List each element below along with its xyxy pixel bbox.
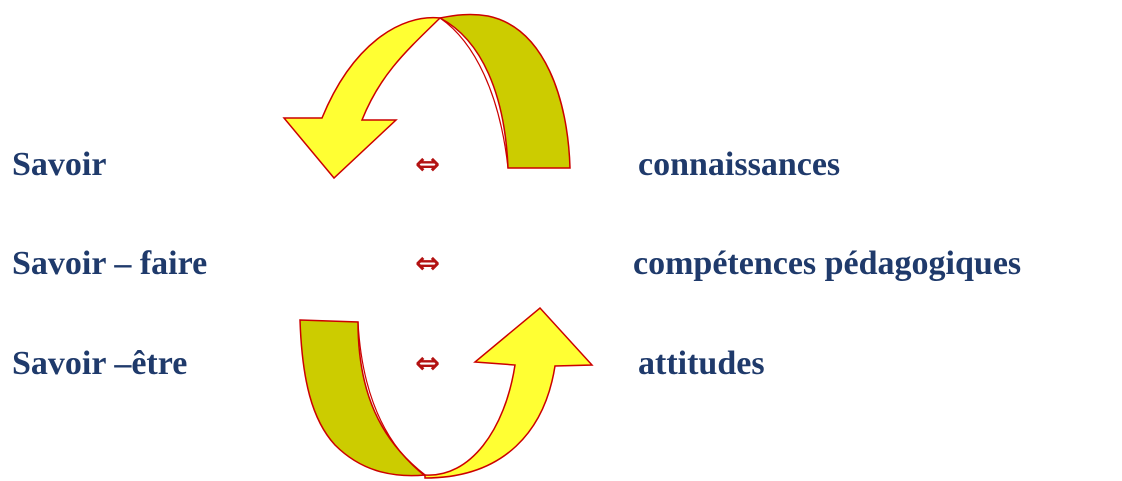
top-arrow-front-band — [282, 16, 442, 180]
meaning-connaissances: connaissances — [638, 146, 841, 183]
curved-arrow-clockwise-icon — [299, 306, 594, 479]
term-savoir: Savoir — [12, 146, 107, 183]
curved-arrow-counterclockwise-icon — [282, 13, 571, 180]
top-arrow-inner-edge — [439, 17, 509, 169]
top-arrow-back-band — [437, 13, 571, 169]
meaning-attitudes: attitudes — [638, 345, 765, 382]
equivalence-icon: ⇔ — [415, 346, 441, 381]
term-savoir-etre: Savoir –être — [12, 345, 188, 382]
equivalence-icon: ⇔ — [415, 147, 441, 182]
term-savoir-faire: Savoir – faire — [12, 245, 208, 282]
equivalence-icon: ⇔ — [415, 246, 441, 281]
bottom-arrow-back-band — [299, 319, 427, 477]
meaning-competences-pedagogiques: compétences pédagogiques — [633, 245, 1022, 282]
bottom-arrow-inner-edge — [357, 321, 426, 477]
bottom-arrow-front-band — [424, 306, 594, 479]
